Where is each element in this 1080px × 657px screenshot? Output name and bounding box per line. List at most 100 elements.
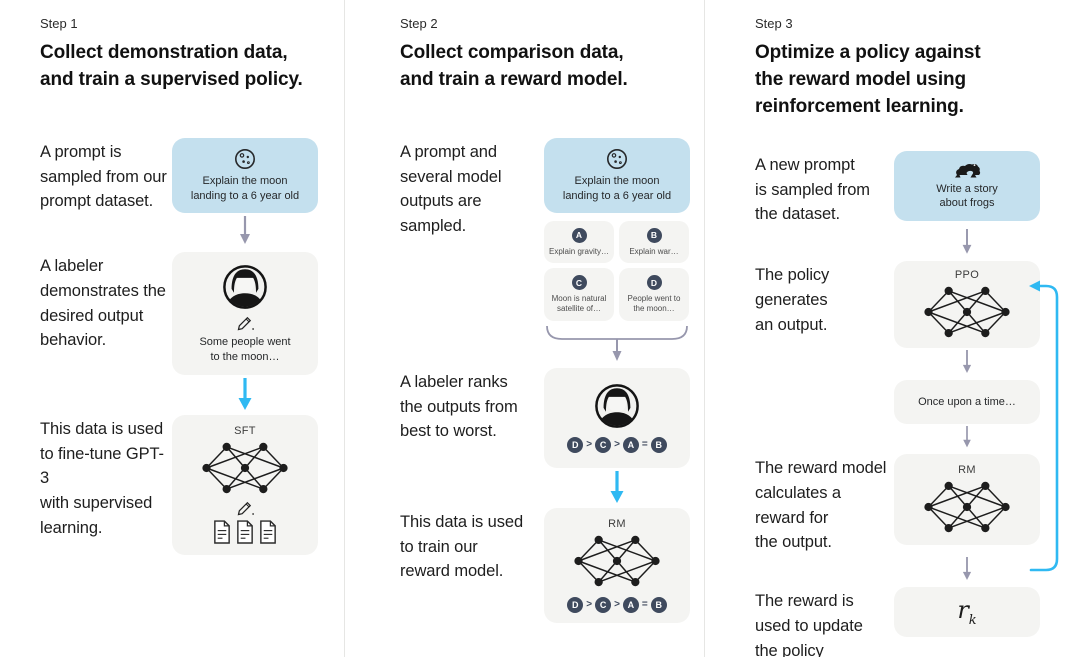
prompt-box: Explain the moon landing to a 6 year old (544, 137, 690, 213)
step1-prompt-row: A prompt is sampled from our prompt data… (40, 137, 318, 214)
rm-label: RM (958, 464, 976, 477)
step2-label: Step 2 (400, 16, 438, 31)
arrow-down-blue (172, 375, 318, 415)
step1-prompt-text: A prompt is sampled from our prompt data… (40, 142, 167, 211)
output-text-b: Explain war… (629, 246, 679, 256)
step3-update-text: The reward is used to update the policy … (755, 592, 863, 657)
step3-prompt-text: A new prompt is sampled from the dataset… (755, 155, 870, 224)
step2-sample-text: A prompt and several model outputs are s… (400, 142, 502, 236)
step1-column: Step 1 Collect demonstration data, and t… (0, 0, 345, 657)
output-card-c: C Moon is natural satellite of… (544, 268, 614, 321)
step2-train-text: This data is used to train our reward mo… (400, 512, 524, 581)
network-icon (923, 479, 1011, 535)
step1-finetune-text: This data is used to fine-tune GPT-3 wit… (40, 419, 164, 537)
ppo-policy-box: PPO (894, 261, 1040, 349)
step3-label: Step 3 (755, 16, 793, 31)
rank-op: > (614, 439, 620, 451)
rm-label: RM (608, 517, 626, 530)
step2-sample-row: A prompt and several model outputs are s… (400, 137, 690, 368)
rank-op: > (586, 599, 593, 611)
network-icon (923, 284, 1011, 340)
rank-op: = (641, 439, 648, 451)
rank-chip: D (567, 436, 584, 453)
network-icon (573, 533, 661, 589)
step1-sft-row: This data is used to fine-tune GPT-3 wit… (40, 414, 318, 555)
step1-label: Step 1 (40, 16, 78, 31)
labeler-demo-text: Some people went to the moon… (199, 336, 291, 364)
rank-chip: B (650, 596, 667, 613)
step3-policy-text: The policy generates an output. (755, 266, 830, 334)
arrow-down (172, 214, 318, 252)
rank-op: = (641, 599, 648, 611)
step1-labeler-text: A labeler demonstrates the desired outpu… (40, 257, 166, 350)
labeler-demo-box: Some people went to the moon… (172, 252, 318, 375)
policy-output-text: Once upon a time… (918, 395, 1016, 408)
step3-output-row: Once upon a time… (755, 380, 1040, 425)
rank-chip: D (567, 596, 584, 613)
step2-rm-row: This data is used to train our reward mo… (400, 507, 690, 623)
prompt-box: Write a story about frogs (894, 150, 1040, 221)
arrow-down (894, 227, 1040, 261)
pencil-icon (236, 498, 255, 517)
moon-icon (233, 147, 257, 171)
reward-symbol: rk (957, 596, 977, 629)
rank-chip: C (595, 436, 612, 453)
rank-op: > (586, 439, 593, 451)
model-outputs-grid: A Explain gravity… B Explain war… C Moon… (544, 220, 690, 321)
step1-heading: Collect demonstration data, and train a … (40, 42, 303, 90)
step2-rank-text: A labeler ranks the outputs from best to… (400, 372, 518, 441)
step3-prompt-row: A new prompt is sampled from the dataset… (755, 150, 1040, 227)
prompt-box: Explain the moon landing to a 6 year old (172, 137, 318, 213)
pencil-icon (236, 313, 255, 332)
arrow-down (894, 424, 1040, 454)
arrow-down (894, 348, 1040, 380)
labeler-rank-box: D > C > A = B (544, 367, 690, 468)
rank-chip: A (622, 596, 639, 613)
rank-chip: C (595, 596, 612, 613)
brace-arrow (544, 325, 690, 368)
output-letter-c: C (571, 275, 587, 291)
step3-column: Step 3 Optimize a policy against the rew… (705, 0, 1080, 657)
output-text-c: Moon is natural satellite of… (551, 294, 607, 314)
frog-icon (953, 161, 981, 179)
reward-value-box: rk (894, 587, 1040, 638)
sft-label: SFT (234, 424, 256, 437)
prompt-box-text: Write a story about frogs (936, 182, 998, 210)
ranking-strip: D > C > A = B (567, 436, 667, 453)
output-card-d: D People went to the moon… (619, 268, 689, 321)
step3-ppo-row: The policy generates an output. PPO (755, 261, 1040, 349)
ranking-strip: D > C > A = B (567, 596, 667, 613)
output-text-a: Explain gravity… (548, 246, 610, 256)
output-text-d: People went to the moon… (627, 294, 681, 314)
output-letter-a: A (571, 227, 587, 243)
policy-output-box: Once upon a time… (894, 380, 1040, 425)
sft-model-box: SFT (172, 414, 318, 555)
rank-chip: A (622, 436, 639, 453)
arrow-down (894, 555, 1040, 587)
step3-reward-calc-text: The reward model calculates a reward for… (755, 459, 887, 552)
ppo-label: PPO (954, 269, 980, 282)
output-letter-b: B (646, 227, 662, 243)
step1-labeler-row: A labeler demonstrates the desired outpu… (40, 252, 318, 375)
documents-icon (212, 520, 278, 545)
step3-reward-row: The reward is used to update the policy … (755, 587, 1040, 657)
labeler-avatar-icon (222, 264, 268, 310)
network-icon (201, 440, 289, 496)
step2-rank-row: A labeler ranks the outputs from best to… (400, 367, 690, 468)
prompt-box-text: Explain the moon landing to a 6 year old (190, 174, 300, 202)
step3-rm-row: The reward model calculates a reward for… (755, 454, 1040, 555)
reward-model-box: RM D > C > A = B (544, 507, 690, 623)
reward-model-box: RM (894, 454, 1040, 546)
output-card-b: B Explain war… (619, 220, 689, 264)
step2-heading: Collect comparison data, and train a rew… (400, 42, 628, 90)
rank-op: > (614, 599, 620, 611)
step3-heading: Optimize a policy against the reward mod… (755, 42, 981, 117)
step2-column: Step 2 Collect comparison data, and trai… (345, 0, 705, 657)
labeler-avatar-icon (594, 383, 640, 429)
output-letter-d: D (646, 275, 662, 291)
moon-icon (605, 147, 629, 171)
arrow-down-blue (544, 468, 690, 508)
prompt-box-text: Explain the moon landing to a 6 year old (562, 174, 672, 202)
rank-chip: B (650, 436, 667, 453)
